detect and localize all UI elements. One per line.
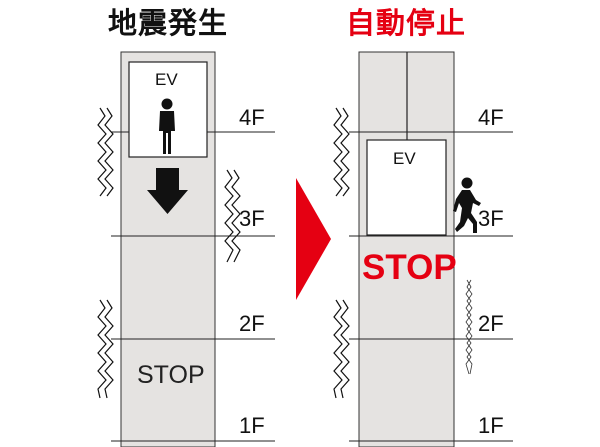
zigzag-shake-icon: [340, 299, 350, 399]
left-panel: 4F 3F 2F 1F EV STOP: [97, 51, 275, 447]
right-stop-label: STOP: [362, 248, 457, 287]
right-floor-label-4f: 4F: [478, 105, 504, 130]
automatic-stop-title: 自動停止: [346, 6, 467, 40]
left-floor-label-1f: 1F: [239, 413, 265, 438]
right-floor-label-1f: 1F: [478, 413, 504, 438]
left-stop-label: STOP: [137, 361, 205, 389]
right-floor-label-3f: 3F: [478, 206, 504, 231]
zigzag-shake-icon: [333, 107, 343, 197]
zigzag-shake-icon: [465, 279, 472, 375]
zigzag-shake-icon: [466, 279, 473, 375]
down-arrow-icon: [147, 168, 188, 214]
standing-person-icon: [159, 98, 175, 154]
zigzag-shake-icon: [224, 169, 234, 263]
walking-person-icon: [453, 177, 481, 233]
zigzag-shake-icon: [104, 299, 114, 399]
earthquake-occurs-title: 地震発生: [108, 6, 229, 40]
right-car-label: EV: [393, 149, 416, 168]
left-floor-label-3f: 3F: [239, 206, 265, 231]
zigzag-shake-icon: [231, 169, 241, 263]
left-car-label: EV: [155, 70, 178, 89]
right-panel: 4F 3F 2F 1F EV STOP: [333, 51, 513, 447]
zigzag-shake-icon: [104, 107, 114, 197]
right-elevator-car: [366, 139, 447, 236]
zigzag-shake-icon: [340, 107, 350, 197]
right-floor-label-2f: 2F: [478, 311, 504, 336]
zigzag-shake-icon: [97, 107, 107, 197]
zigzag-shake-icon: [97, 299, 107, 399]
zigzag-shake-icon: [333, 299, 343, 399]
left-floor-label-4f: 4F: [239, 105, 265, 130]
left-floor-label-2f: 2F: [239, 311, 265, 336]
right-triangle-arrow-icon: [296, 178, 331, 300]
